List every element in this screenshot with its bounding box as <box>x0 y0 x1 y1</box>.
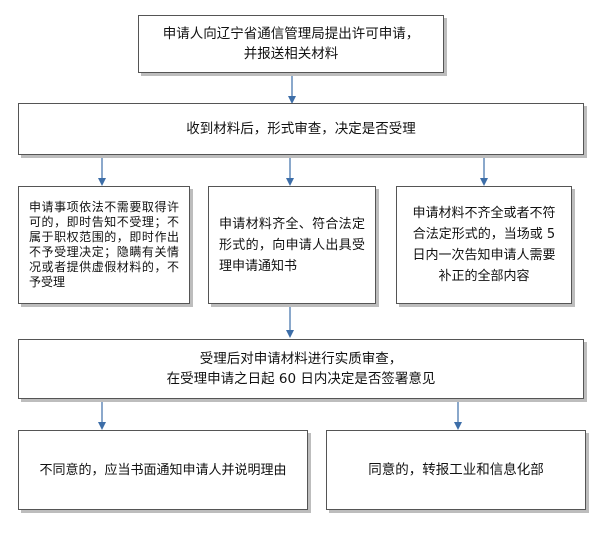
reject-text: 申请事项依法不需要取得许可的，即时告知不受理；不属于职权范围的，即时作出不予受理… <box>29 200 179 289</box>
agree-text: 同意的，转报工业和信息化部 <box>368 462 544 478</box>
review-box: 收到材料后，形式审查，决定是否受理 <box>18 103 584 155</box>
substantive-box: 受理后对申请材料进行实质审查， 在受理申请之日起 60 日内决定是否签署意见 <box>18 339 584 399</box>
review-text: 收到材料后，形式审查，决定是否受理 <box>186 121 416 137</box>
apply-box: 申请人向辽宁省通信管理局提出许可申请， 并报送相关材料 <box>138 15 444 73</box>
accept-text: 申请材料齐全、符合法定形式的，向申请人出具受理申请通知书 <box>219 216 365 274</box>
accept-box: 申请材料齐全、符合法定形式的，向申请人出具受理申请通知书 <box>208 186 376 304</box>
apply-line-2: 并报送相关材料 <box>243 46 339 62</box>
apply-line-1: 申请人向辽宁省通信管理局提出许可申请， <box>162 26 420 42</box>
disagree-text: 不同意的，应当书面通知申请人并说明理由 <box>39 462 287 478</box>
incomplete-text: 申请材料不齐全或者不符合法定形式的，当场或 5 日内一次告知申请人需要补正的全部… <box>412 206 556 284</box>
reject-box: 申请事项依法不需要取得许可的，即时告知不受理；不属于职权范围的，即时作出不予受理… <box>18 186 190 304</box>
incomplete-box: 申请材料不齐全或者不符合法定形式的，当场或 5 日内一次告知申请人需要补正的全部… <box>396 186 572 304</box>
disagree-box: 不同意的，应当书面通知申请人并说明理由 <box>18 430 308 510</box>
substantive-line-2: 在受理申请之日起 60 日内决定是否签署意见 <box>166 371 436 387</box>
substantive-line-1: 受理后对申请材料进行实质审查， <box>199 351 403 367</box>
agree-box: 同意的，转报工业和信息化部 <box>326 430 586 510</box>
